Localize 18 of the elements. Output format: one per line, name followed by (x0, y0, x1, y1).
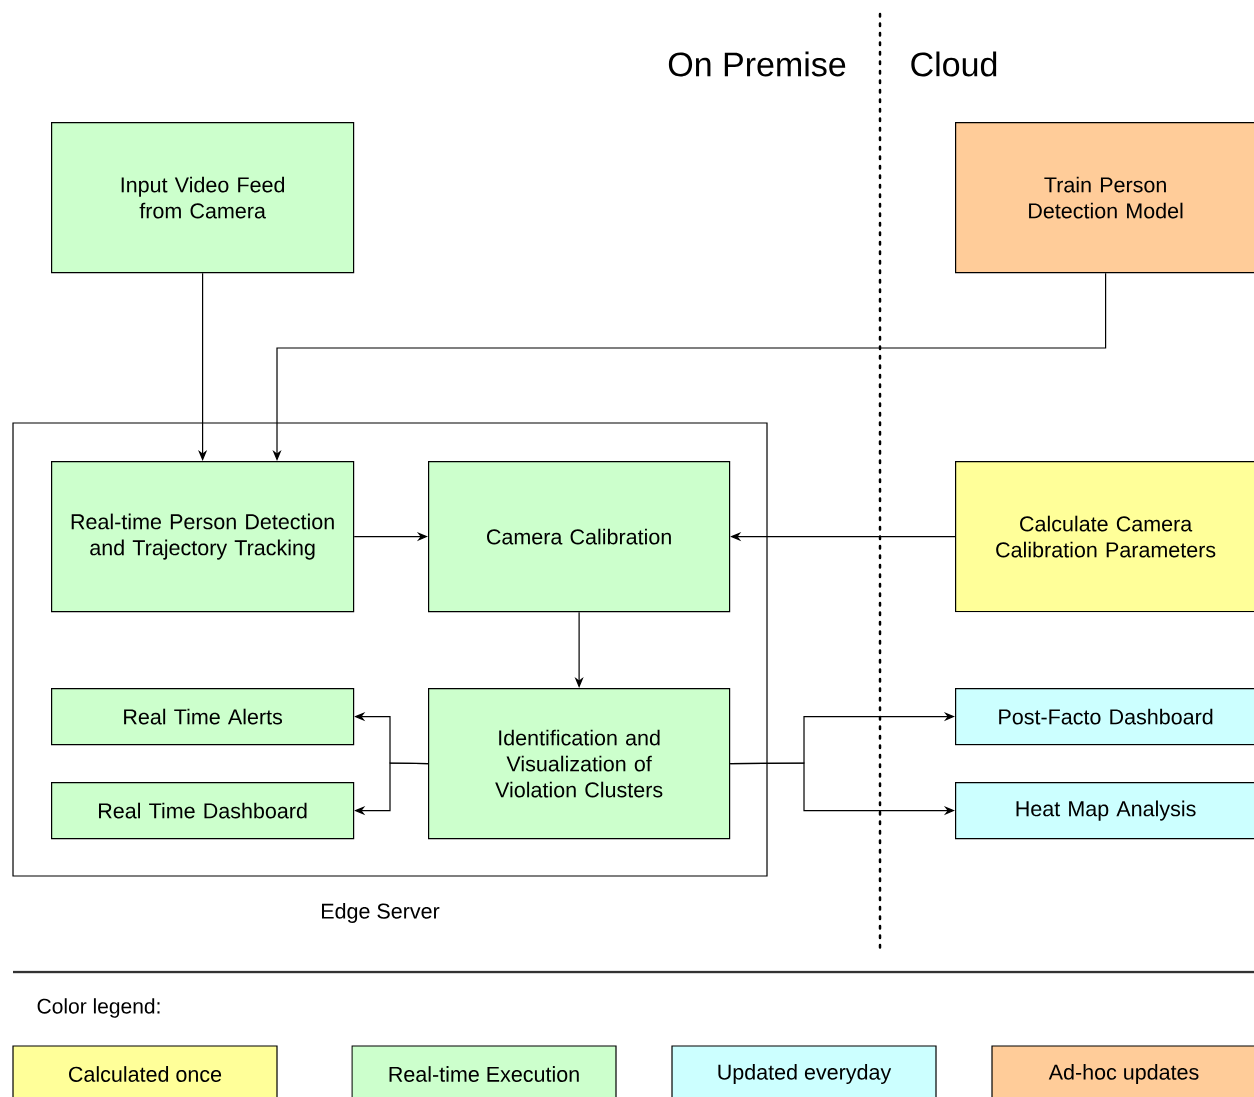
process-box: Calculate Camera Calibration Parameters (955, 461, 1254, 613)
process-box: Heat Map Analysis (955, 782, 1254, 840)
process-box: Post-Facto Dashboard (955, 688, 1254, 746)
zone-heading: Cloud (911, 51, 997, 77)
process-box: Real Time Dashboard (51, 782, 355, 840)
process-box: Real-time Person Detection and Trajectory Tracking (51, 461, 355, 613)
server-caption: Edge Server (322, 903, 440, 924)
process-box: Train Person Detection Model (955, 122, 1254, 274)
process-box: Identification and Visualization of Violation Clusters (428, 688, 731, 840)
process-box: Camera Calibration (428, 461, 731, 613)
legend-label: Updated everyday (718, 1064, 892, 1085)
legend-heading: Color legend: (37, 998, 160, 1018)
process-box: Real Time Alerts (51, 688, 355, 746)
process-box: Input Video Feed from Camera (51, 122, 355, 274)
legend-label: Ad-hoc updates (1048, 1064, 1199, 1085)
zone-heading: On Premise (668, 51, 846, 77)
legend-label: Real-time Execution (389, 1066, 579, 1082)
legend-label: Calculated once (69, 1066, 222, 1082)
